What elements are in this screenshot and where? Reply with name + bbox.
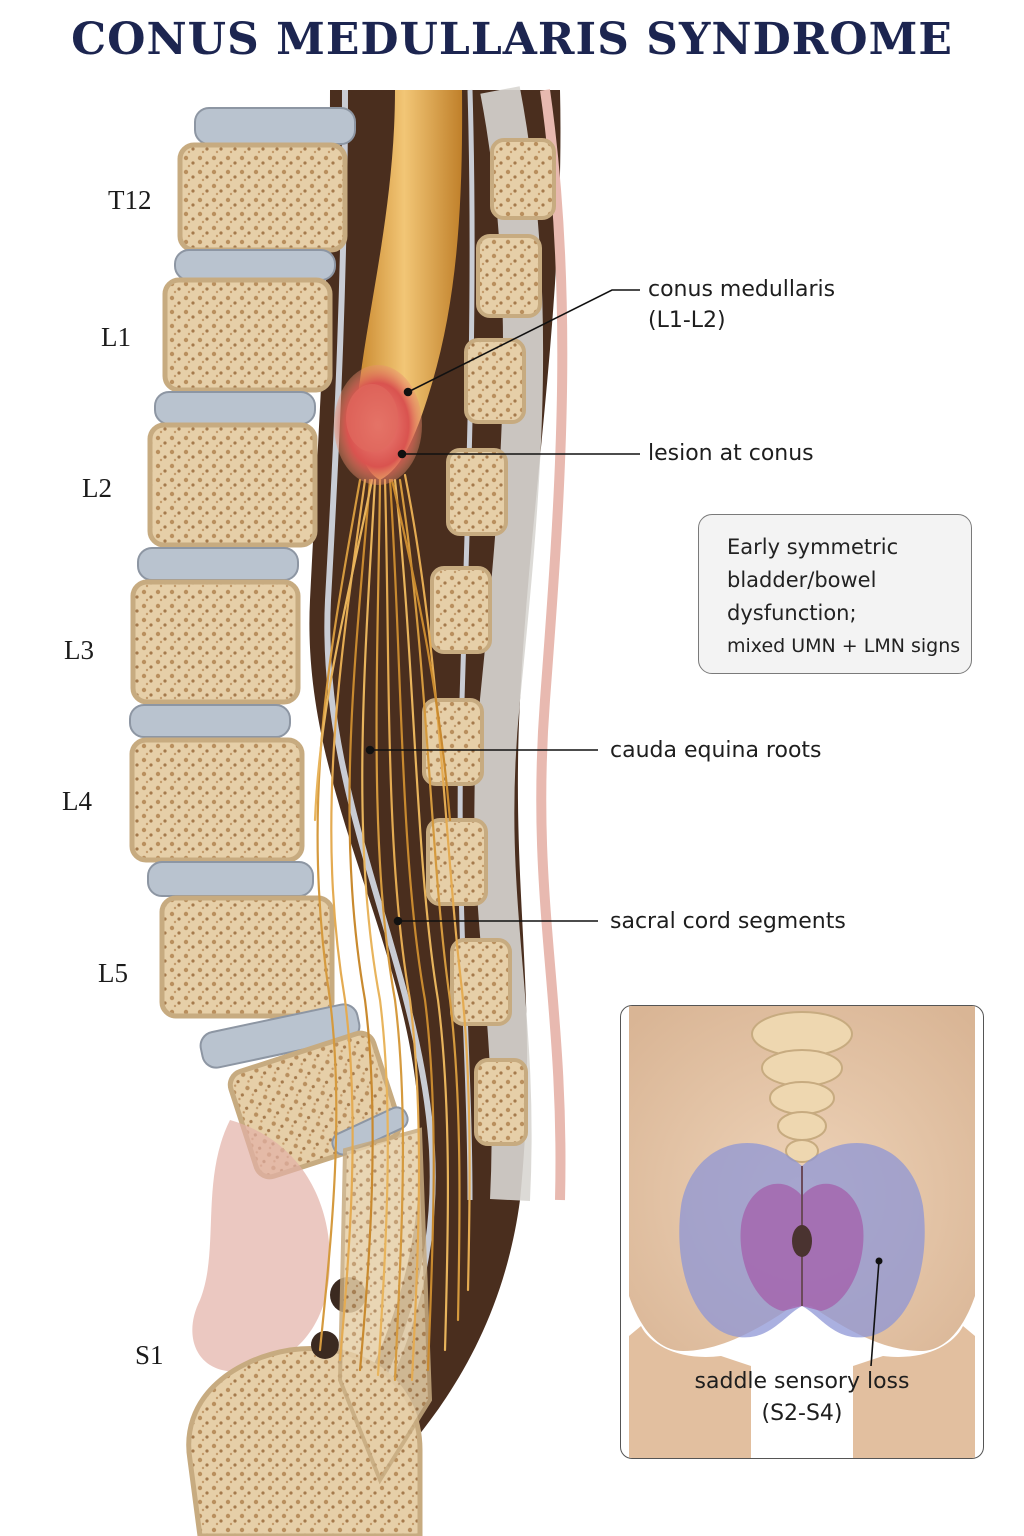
- label-l4: L4: [62, 786, 92, 816]
- anus: [792, 1225, 812, 1257]
- cauda-equina-roots: [313, 473, 471, 1382]
- buttocks-illustration: [629, 1006, 975, 1458]
- callout-cauda-equina: cauda equina roots: [610, 738, 822, 763]
- saddle-label: saddle sensory loss (S2-S4): [694, 1369, 910, 1426]
- label-l1: L1: [101, 322, 131, 352]
- label-l3: L3: [64, 635, 94, 665]
- skin-edge: [536, 89, 568, 1201]
- callout-conus-medullaris: conus medullaris (L1-L2): [648, 277, 836, 333]
- callout-lesion: lesion at conus: [648, 441, 814, 466]
- vertebral-column: [129, 107, 409, 1180]
- info-line: Early symmetric: [727, 535, 899, 559]
- label-s1: S1: [135, 1340, 164, 1370]
- legs: [629, 1326, 751, 1458]
- info-line: mixed UMN + LMN signs: [727, 635, 961, 657]
- label-l2: L2: [82, 473, 112, 503]
- page-title: CONUS MEDULLARIS SYNDROME: [71, 14, 953, 65]
- info-box: Early symmetric bladder/bowel dysfunctio…: [698, 514, 972, 674]
- label-t12: T12: [108, 185, 152, 215]
- callout-sacral-segments: sacral cord segments: [610, 909, 846, 934]
- info-line: dysfunction;: [727, 601, 857, 625]
- sacrum: [186, 1120, 433, 1536]
- label-l5: L5: [98, 958, 128, 988]
- saddle-inset: saddle sensory loss (S2-S4): [620, 1005, 984, 1459]
- leader-lines: [365, 289, 640, 926]
- info-line: bladder/bowel: [727, 568, 877, 592]
- sacrum-bone: [751, 1011, 853, 1163]
